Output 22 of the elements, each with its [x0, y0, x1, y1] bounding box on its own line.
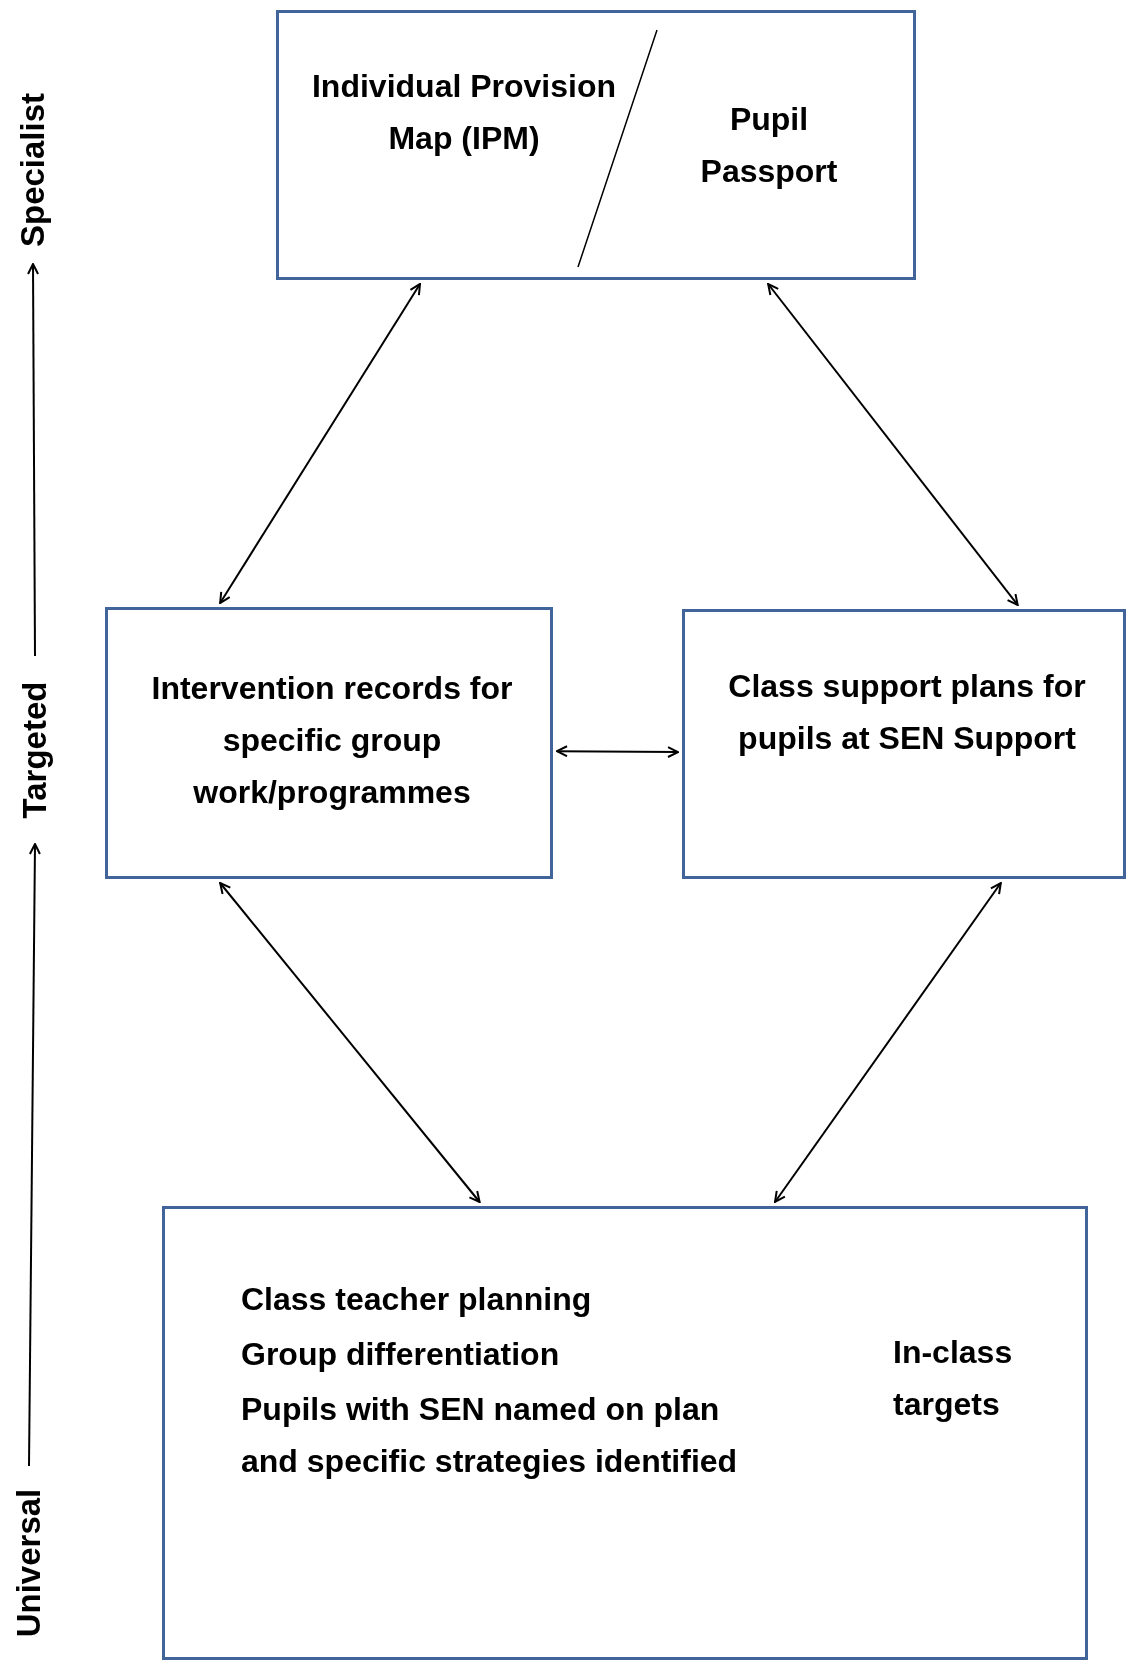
- double-arrow: [219, 882, 481, 1203]
- tier-label: Universal: [9, 1488, 48, 1637]
- text-box: [162, 1206, 1088, 1660]
- text-box: [105, 607, 553, 879]
- box-text: Individual Provision Map (IPM): [310, 67, 617, 158]
- text-box: [276, 10, 916, 280]
- double-arrow: [774, 882, 1002, 1203]
- arrow: [28, 843, 41, 1467]
- text-box: [682, 609, 1126, 879]
- tier-label: Targeted: [15, 681, 54, 819]
- tier-label: Specialist: [13, 92, 52, 248]
- box-text: Class support plans for pupils at SEN Support: [727, 667, 1087, 758]
- double-arrow: [219, 283, 421, 604]
- box-text: Intervention records for specific group work/programmes: [150, 669, 514, 812]
- box-text: Class teacher planning: [241, 1280, 593, 1319]
- box-text: Group differentiation: [241, 1335, 561, 1374]
- box-text: In-class targets: [893, 1333, 1014, 1424]
- double-arrow: [767, 283, 1019, 606]
- box-text: Pupils with SEN named on plan and specific strategies identified: [241, 1390, 739, 1481]
- arrow: [27, 263, 40, 657]
- double-arrow: [556, 745, 679, 758]
- box-text: Pupil Passport: [699, 100, 839, 191]
